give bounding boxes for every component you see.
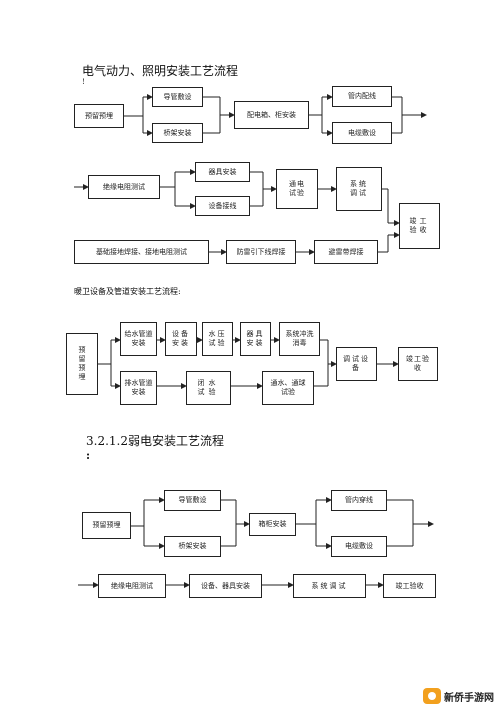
watermark-text: 新侨手游网 (444, 692, 494, 704)
box-yumaiyuliu: 预留预埋 (74, 104, 124, 128)
box-label: 竣工验收 (409, 217, 430, 234)
box-bishui: 闭水试验 (186, 371, 231, 405)
box-qiaojia-3: 桥架安装 (164, 536, 221, 557)
box-jueyuan: 绝缘电阻测试 (88, 175, 160, 199)
box-label: 器具安装 (246, 330, 265, 347)
box-label: 调试设备 (343, 355, 370, 372)
box-guanneichuanxian: 管内穿线 (331, 490, 387, 511)
box-tongdian: 通电试验 (276, 169, 318, 209)
box-dianlan-3: 电缆敷设 (331, 536, 387, 557)
box-guanneipeixian: 管内配线 (332, 86, 392, 107)
box-label: 电缆敷设 (345, 542, 373, 550)
house-icon (423, 688, 441, 704)
box-label: 配电箱、柜安装 (247, 110, 296, 119)
box-label: 闭水试验 (197, 379, 220, 396)
box-yumaiyuliu-2: 预留预埋 (66, 333, 98, 395)
box-label: 预留预埋 (78, 346, 86, 381)
box-label: 绝缘电阻测试 (103, 182, 145, 191)
box-label: 设备接线 (208, 201, 237, 210)
box-label: 设备、器具安装 (201, 581, 250, 590)
box-bilei: 避雷带焊接 (314, 240, 378, 264)
box-peidianxiang: 配电箱、柜安装 (234, 101, 309, 129)
box-jichu: 基础接地焊接、接地电阻测试 (74, 240, 209, 264)
box-label: 桥架安装 (163, 128, 192, 137)
box-qiju-2: 器具安装 (240, 322, 271, 356)
box-label: 基础接地焊接、接地电阻测试 (96, 247, 187, 256)
box-chongxi: 系统冲洗消毒 (279, 322, 320, 356)
box-jueyuan-3: 绝缘电阻测试 (98, 574, 166, 598)
box-jungong: 竣工验收 (399, 203, 440, 249)
box-daoguan-3: 导管敷设 (164, 490, 221, 511)
section2-title: 暖卫设备及管道安装工艺流程: (74, 287, 181, 296)
box-shuiya: 水压试验 (202, 322, 233, 356)
box-qiju: 器具安装 (195, 162, 250, 182)
box-label: 预留预埋 (92, 521, 121, 529)
box-jungong-2: 竣工验收 (398, 347, 438, 381)
section3-title: 3.2.1.2弱电安装工艺流程 (86, 434, 224, 448)
box-xitong: 系统调试 (336, 167, 382, 211)
box-label: 竣工验收 (395, 581, 424, 590)
box-tiaoshi: 调试设备 (336, 347, 377, 381)
box-label: 桥架安装 (178, 542, 207, 550)
box-label: 给水管道安装 (124, 330, 153, 347)
box-label: 避雷带焊接 (328, 247, 364, 256)
box-label: 器具安装 (208, 167, 237, 176)
box-label: 竣工验收 (406, 355, 430, 372)
box-dianlan: 电缆敷设 (332, 122, 392, 144)
box-shebei-2: 设备安装 (165, 322, 197, 356)
box-label: 系统调试 (350, 180, 368, 197)
box-label: 设备安装 (172, 330, 190, 347)
box-daoguan: 导管敷设 (152, 87, 203, 107)
box-label: 防雷引下线焊接 (236, 247, 286, 256)
box-label: 箱柜安装 (258, 520, 287, 528)
box-fanglei: 防雷引下线焊接 (226, 240, 296, 264)
box-label: 预留预埋 (85, 111, 113, 120)
box-label: 绝缘电阻测试 (111, 581, 153, 590)
section1-title: 电气动力、照明安装工艺流程 (82, 64, 239, 78)
box-shebei-3: 设备、器具安装 (189, 574, 262, 598)
box-label: 管内配线 (348, 92, 376, 100)
section3-colon: : (86, 449, 91, 462)
box-qiaojia: 桥架安装 (152, 123, 203, 143)
box-geishui: 给水管道安装 (120, 322, 157, 356)
section1-mark: ! (82, 78, 85, 86)
box-shebei: 设备接线 (195, 196, 250, 216)
box-xiangui: 箱柜安装 (249, 513, 296, 536)
box-label: 电缆敷设 (348, 128, 376, 137)
box-label: 通电试验 (289, 180, 305, 197)
box-yumaiyuliu-3: 预留预埋 (82, 512, 131, 539)
box-label: 导管敷设 (178, 496, 207, 504)
box-label: 系统冲洗消毒 (285, 330, 314, 347)
box-label: 排水管道安装 (124, 379, 153, 396)
box-label: 管内穿线 (345, 496, 373, 504)
box-label: 水压试验 (208, 330, 227, 347)
box-paishui: 排水管道安装 (120, 371, 157, 405)
box-label: 系统调试 (311, 581, 348, 590)
box-label: 导管敷设 (163, 92, 192, 101)
box-tongshui: 通水、通球试验 (262, 371, 314, 405)
box-jungong-3: 竣工验收 (383, 574, 436, 598)
box-xitong-3: 系统调试 (293, 574, 366, 598)
watermark-logo: 新侨手游网 (423, 688, 494, 704)
box-label: 通水、通球试验 (270, 379, 306, 396)
